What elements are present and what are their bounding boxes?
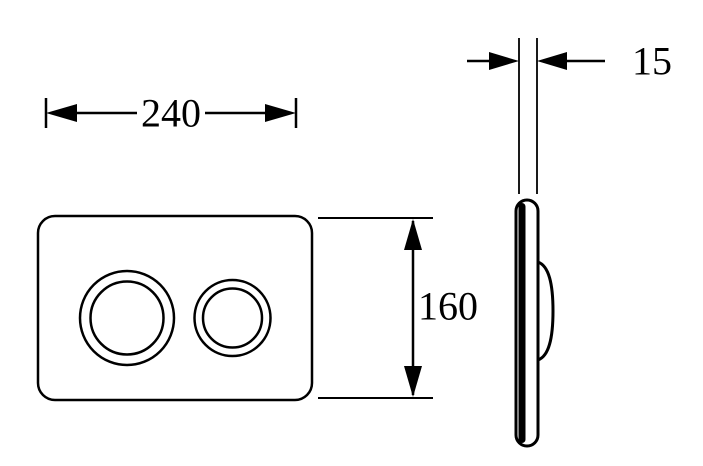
height-dimension-label: 160 — [418, 284, 478, 329]
side-profile-button-bulge — [537, 260, 555, 362]
thickness-dim-arrow-right-pointing — [489, 52, 519, 70]
thickness-dimension-label: 15 — [632, 39, 672, 84]
height-dimension — [318, 217, 433, 399]
width-dim-arrow-right — [265, 104, 296, 122]
side-view — [514, 198, 555, 448]
height-dim-arrow-up — [404, 219, 422, 250]
side-profile-front-face — [518, 203, 526, 443]
small-button-inner-circle — [201, 287, 264, 349]
thickness-dim-arrow-left-pointing — [537, 52, 567, 70]
front-view — [36, 214, 314, 402]
width-dim-arrow-left — [46, 104, 77, 122]
plate-outline — [36, 214, 314, 402]
width-dimension-label: 240 — [141, 91, 201, 136]
width-dimension — [44, 98, 298, 128]
large-button-outer-circle — [78, 269, 176, 367]
large-button-inner-circle — [89, 280, 165, 356]
height-dim-arrow-down — [404, 366, 422, 397]
small-button-outer-circle — [193, 278, 272, 358]
thickness-dimension — [467, 38, 605, 194]
